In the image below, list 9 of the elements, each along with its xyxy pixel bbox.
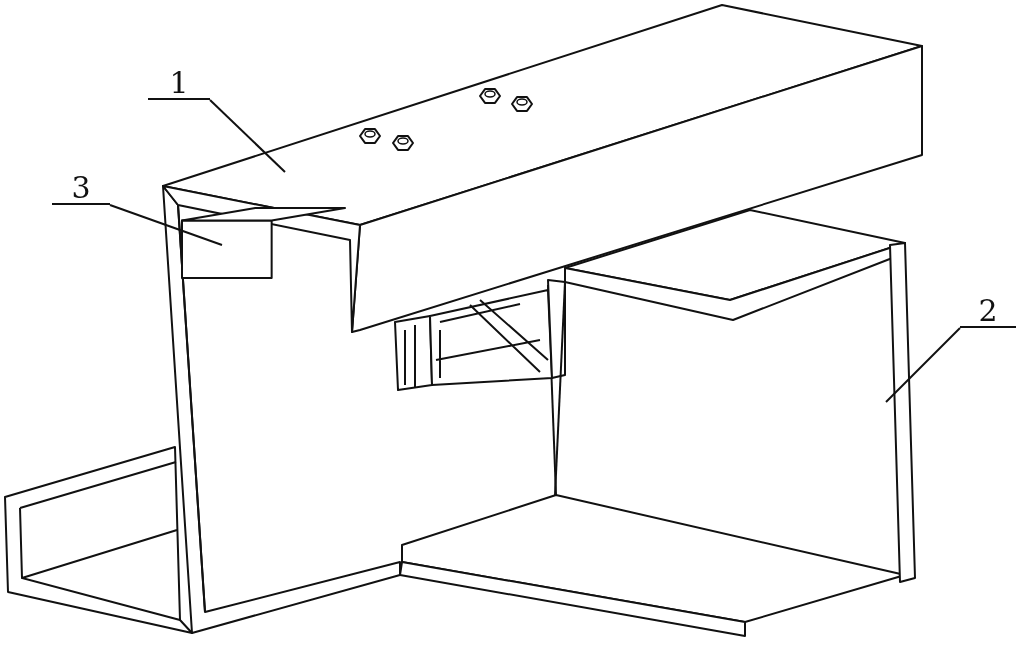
callout-number: 1 [148,68,210,100]
beam-drawing [162,4,923,333]
box-part [181,207,346,279]
frame-drawing [554,209,916,583]
callout-number: 3 [52,173,110,205]
leader-line [885,327,961,403]
leader-line [209,99,286,173]
callout-number: 2 [960,296,1016,328]
leader-line [109,204,223,246]
